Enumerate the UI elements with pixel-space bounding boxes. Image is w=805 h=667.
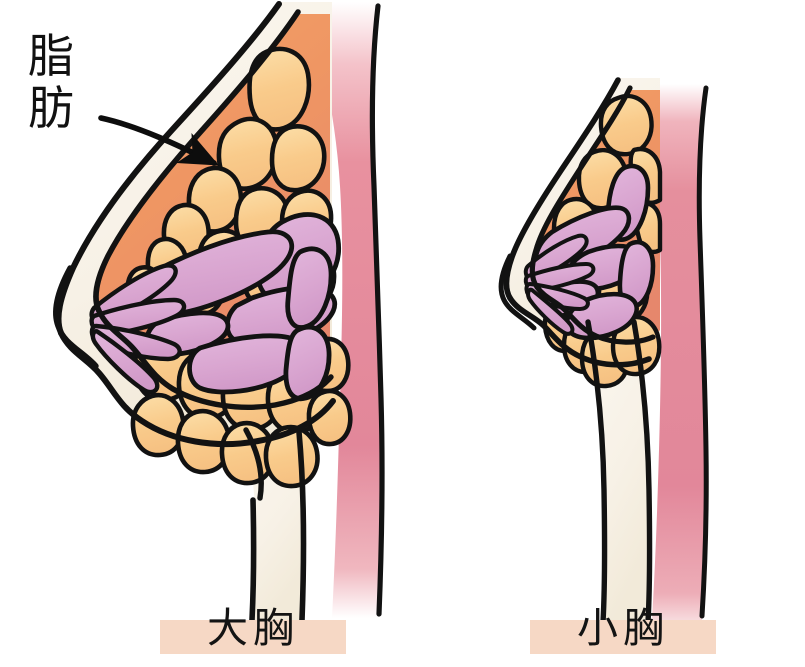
fat-callout-label: 脂 肪 — [28, 29, 74, 136]
caption-small-breast: 小胸 — [530, 598, 716, 654]
torso-outline-right-large — [296, 429, 307, 623]
skin-outline-inner-upper-large — [93, 9, 301, 314]
torso-skin-small — [588, 320, 650, 622]
pectoral-muscle-outline-large — [369, 3, 385, 617]
caption-small-breast-text: 小胸 — [577, 604, 669, 652]
caption-large-breast-text: 大胸 — [207, 604, 299, 652]
torso-outline-left-large — [249, 497, 257, 623]
torso-outline-right-small — [631, 319, 653, 625]
mammary-gland-lobes-large — [129, 212, 342, 402]
skin-outline-inner-upper-small — [529, 85, 633, 290]
panel-small-breast — [498, 77, 709, 625]
skin-outline-inner-lower-large — [96, 308, 334, 410]
pectoral-muscle-large — [311, 2, 383, 618]
torso-outline-left-small — [585, 319, 608, 625]
skin-outline-upper-small — [503, 77, 621, 301]
nipple-small — [498, 253, 537, 331]
pectoral-muscle-outline-small — [696, 85, 709, 619]
caption-highlight-band-small — [530, 620, 716, 654]
skin-outline-inner-lower-small — [534, 284, 656, 345]
fat-callout-arrow — [98, 115, 220, 166]
milk-ducts-large — [89, 263, 187, 395]
panel-large-breast — [52, 1, 385, 623]
caption-highlight-band-large — [160, 620, 346, 654]
skin-outline-lower-large — [58, 330, 336, 448]
skin-outline-upper-large — [55, 1, 282, 336]
skin-outline-lower-small — [507, 295, 652, 368]
caption-large-breast: 大胸 — [160, 598, 346, 654]
inframammary-fold-large — [243, 427, 264, 501]
pectoral-muscle-small — [647, 84, 707, 620]
